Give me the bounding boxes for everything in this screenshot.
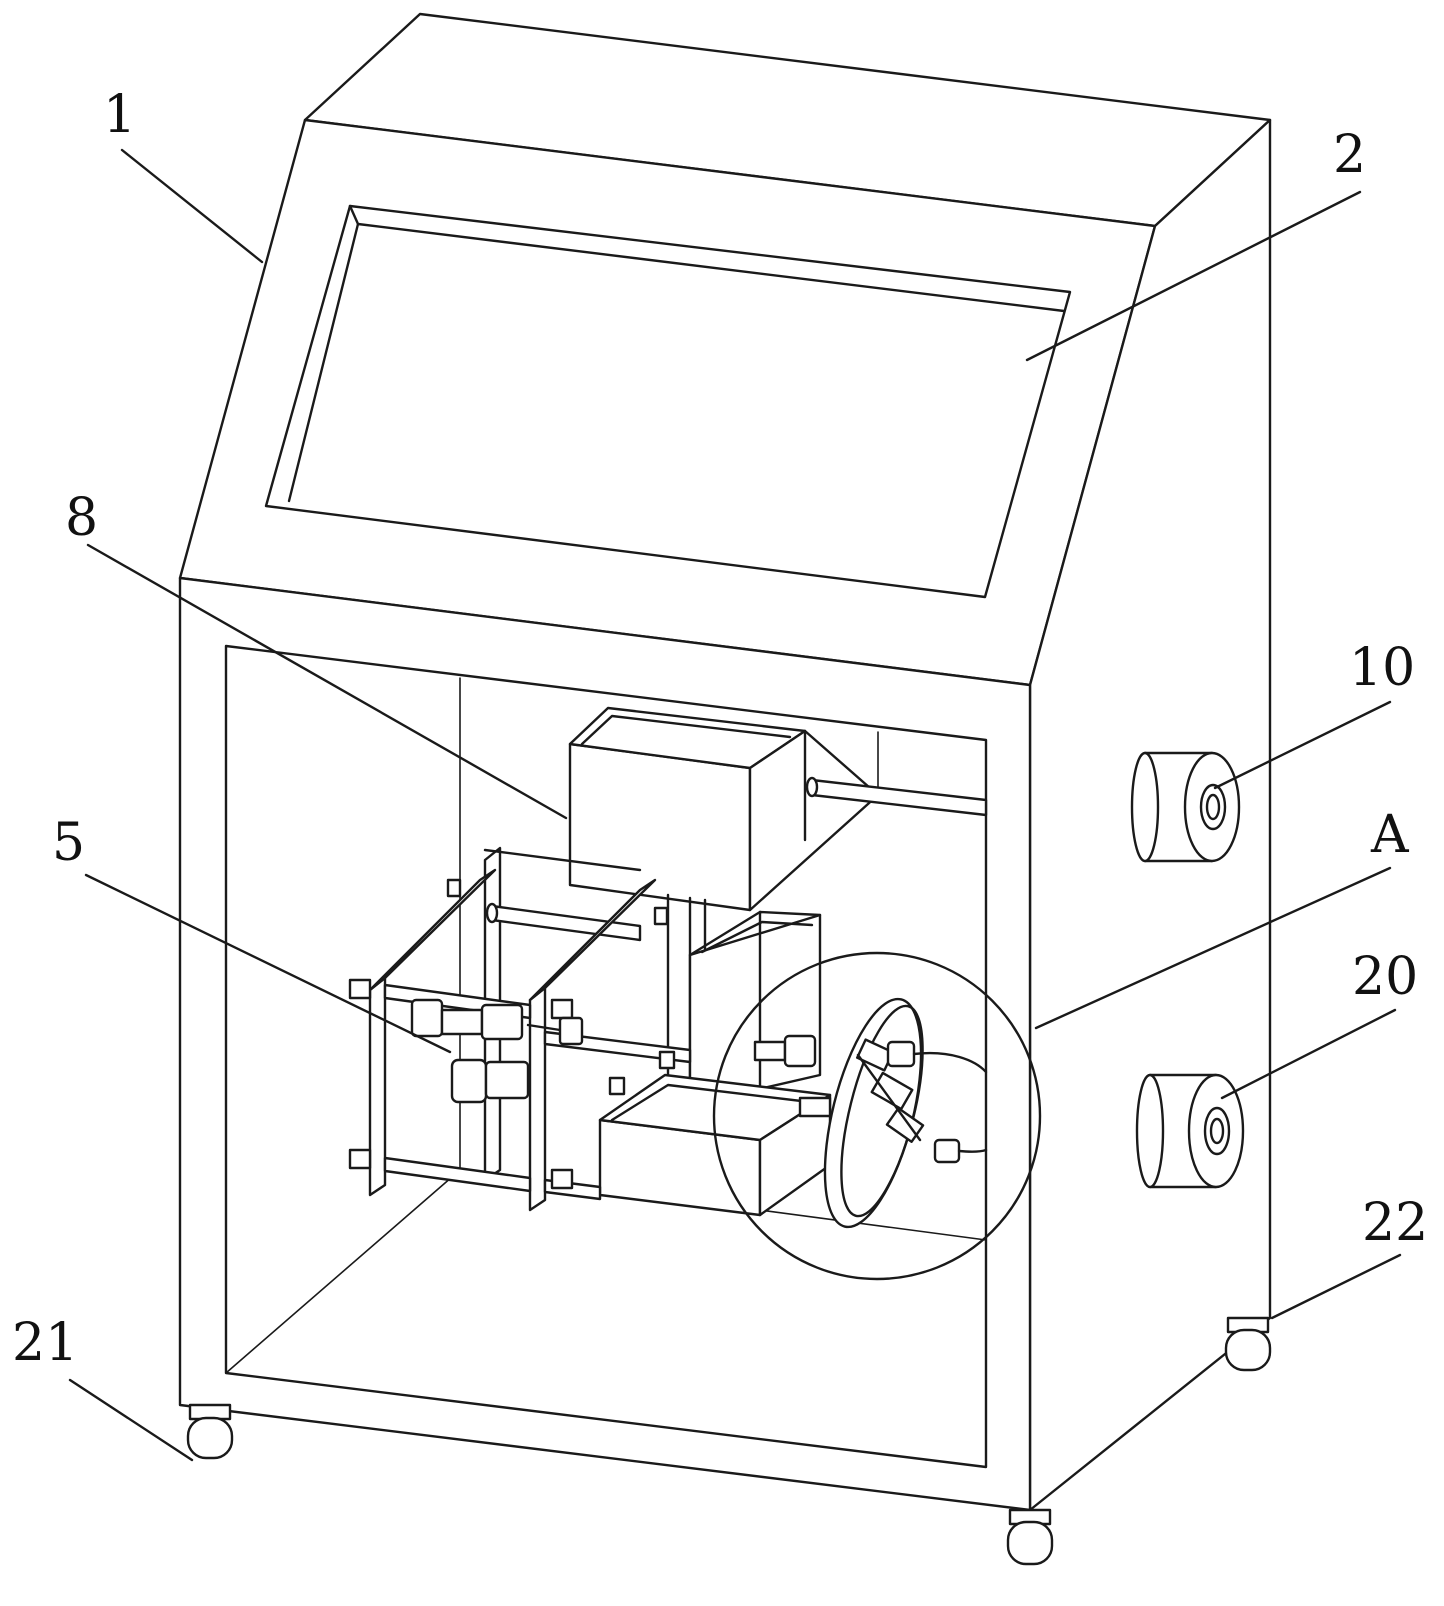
display-screen [264,204,1072,599]
label-1: 1 [103,85,136,145]
label-21: 21 [12,1313,78,1373]
label-5: 5 [52,813,85,873]
detail-circle-a [712,951,1042,1281]
label-10: 10 [1349,638,1415,698]
label-20: 20 [1352,947,1418,1007]
upper-rod [805,776,988,817]
caster-wheel-21 [186,1403,234,1460]
part-labels: 1 2 8 5 10 A 20 22 21 [12,85,1428,1373]
caster-wheel-front-right [1006,1508,1054,1566]
cylinders [410,998,584,1104]
knob-10 [1130,751,1241,863]
caster-wheel-22 [1224,1316,1272,1372]
label-8: 8 [65,488,98,548]
left-frame-assembly [348,846,692,1212]
label-2: 2 [1333,125,1366,185]
leader-lines [68,148,1402,1462]
knob-20 [1135,1073,1245,1189]
hopper-box [568,706,880,912]
label-a: A [1370,805,1410,865]
label-22: 22 [1362,1193,1428,1253]
